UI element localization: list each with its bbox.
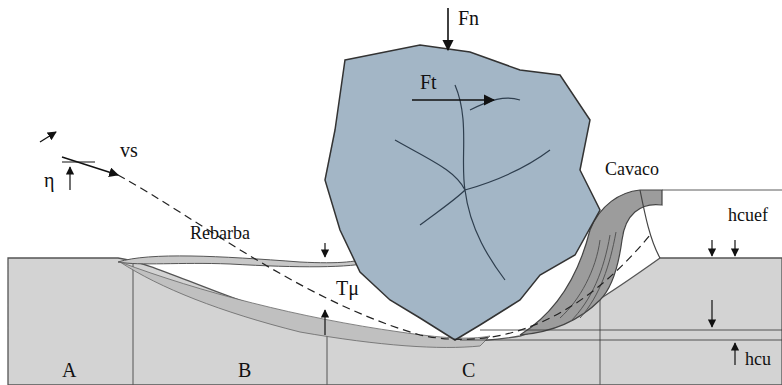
force-label: Fn xyxy=(458,8,479,28)
speed-label: vs xyxy=(120,140,138,160)
zone-label: A xyxy=(62,360,76,380)
dimension-label: Tμ xyxy=(336,278,359,298)
force-label: Ft xyxy=(420,72,437,92)
dimension-label: hcuef xyxy=(728,206,768,224)
zone-label: B xyxy=(238,360,251,380)
zone-label: C xyxy=(462,360,475,380)
part-name: Cavaco xyxy=(605,160,659,178)
part-name: Rebarba xyxy=(190,224,250,242)
angle-label: η xyxy=(44,170,54,190)
dimension-label: hcu xyxy=(745,350,771,368)
